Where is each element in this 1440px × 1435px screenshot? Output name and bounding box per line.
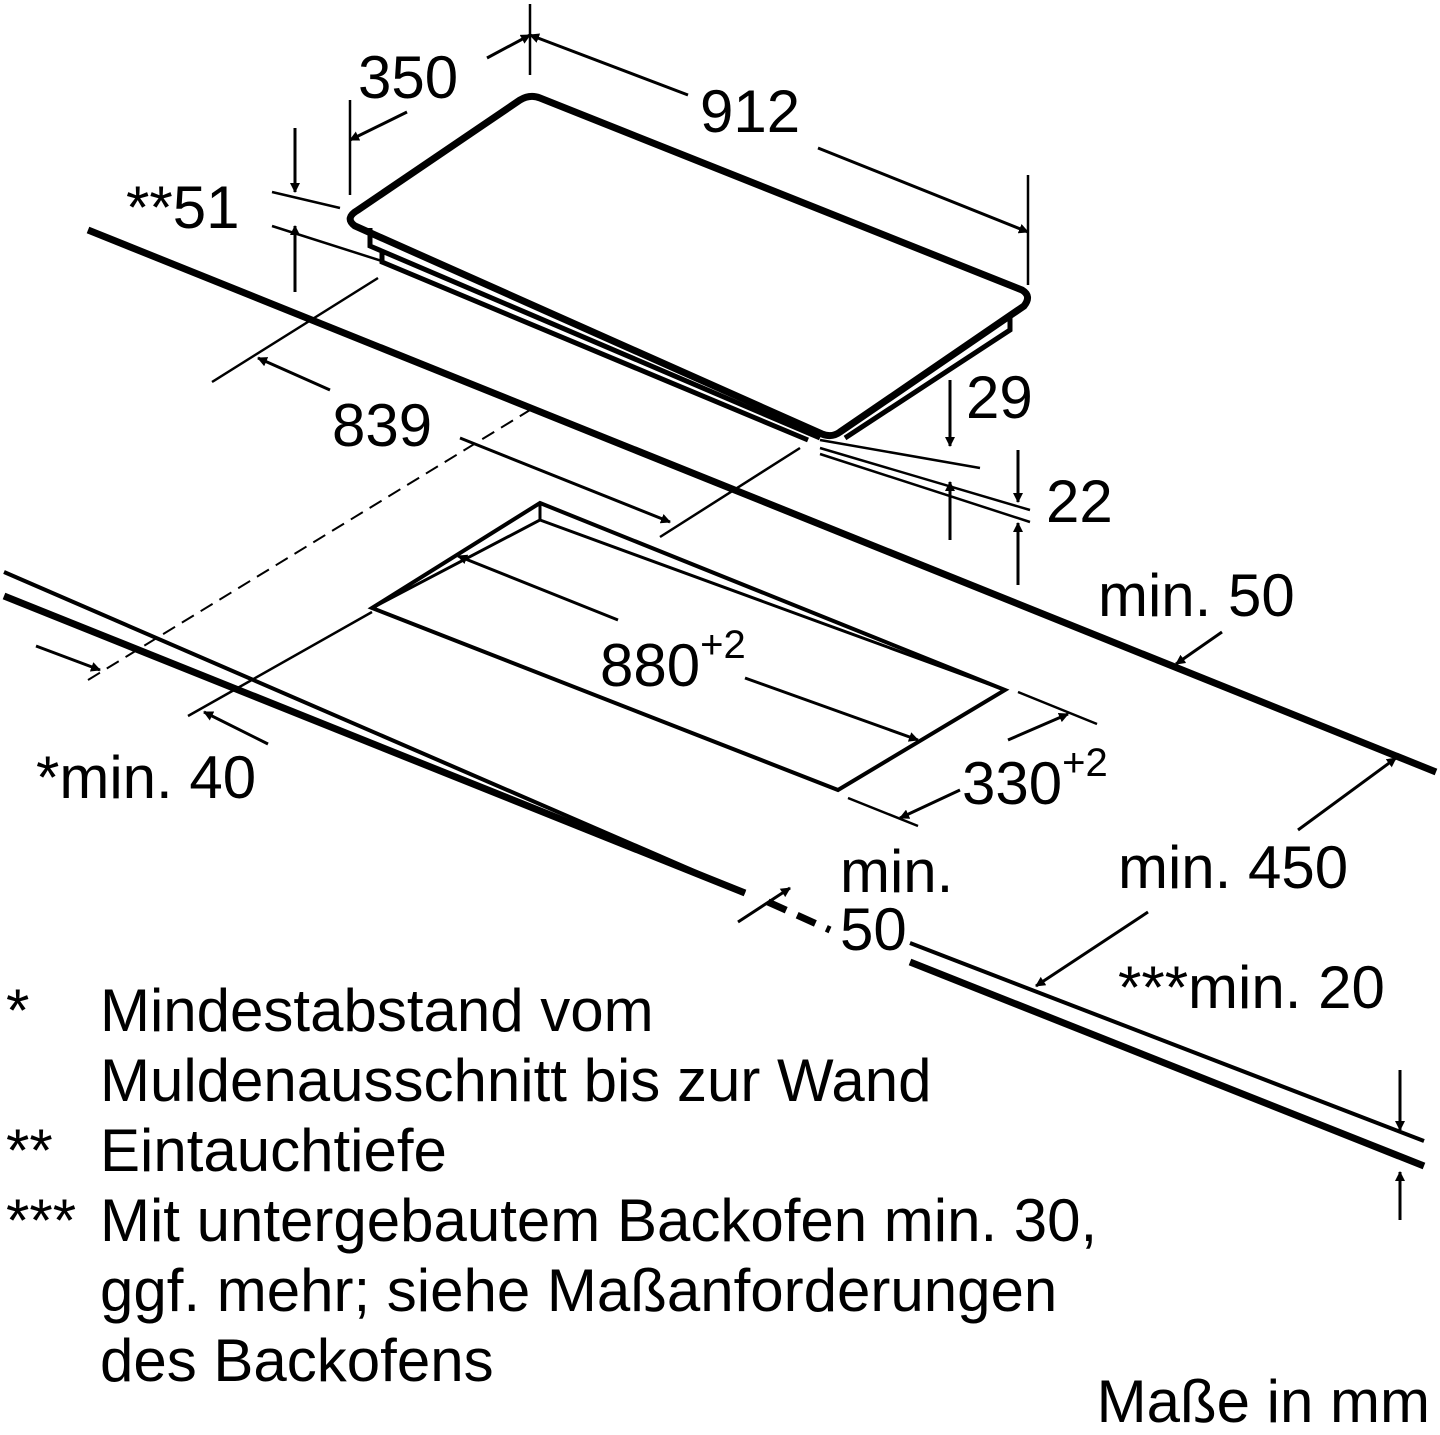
countertop-back-edge: [86, 226, 1438, 776]
dim-350-line-right: [486, 33, 531, 60]
dim-880-value: 880: [600, 632, 700, 699]
dim-min50-bottom-line: [737, 886, 791, 924]
dim-880-line-right: [744, 676, 919, 742]
dim-330-label: 330+2: [962, 741, 1108, 817]
dim-839-line-right: [459, 436, 671, 524]
units-label: Maße in mm: [1096, 1368, 1430, 1435]
dim-330-value: 330: [962, 750, 1062, 817]
hob-top-plate: [346, 92, 1031, 440]
dim-min50-top-line: [1175, 630, 1223, 666]
dim-330-tolerance: +2: [1062, 741, 1108, 785]
dim-880-line-left: [457, 554, 619, 622]
countertop-front-edge-right-lower: [908, 958, 1426, 1170]
dim-912-label: 912: [700, 78, 800, 145]
footnote-3-line-3: des Backofens: [100, 1327, 494, 1394]
footnote-1-line-1: Mindestabstand vom: [100, 977, 654, 1044]
dim-880-label: 880+2: [600, 623, 746, 699]
dim-min40-label: *min. 40: [36, 744, 256, 811]
footnote-2-mark: **: [6, 1117, 53, 1184]
extension-lines: [187, 4, 1098, 828]
footnote-1-mark: *: [6, 977, 30, 1044]
footnote-2-line-1: Eintauchtiefe: [100, 1117, 447, 1184]
dim-min-label: min.: [840, 838, 953, 905]
dim-29-label: 29: [966, 364, 1033, 431]
footnote-3-line-1: Mit untergebautem Backofen min. 30,: [100, 1187, 1098, 1254]
dim-912-line-left: [529, 33, 689, 97]
dim-350-label: 350: [358, 44, 458, 111]
dim-912-line-right: [817, 146, 1029, 234]
dim-min40-line-left: [35, 644, 101, 672]
dim-839-line-left: [257, 356, 331, 392]
dim-min-value: 50: [840, 896, 907, 963]
dim-min20-label: ***min. 20: [1118, 954, 1385, 1021]
front-edge-break: [766, 898, 832, 934]
cutout-inner-edge: [371, 503, 1006, 692]
footnote-3-mark: ***: [6, 1187, 77, 1254]
dim-839-label: 839: [332, 392, 432, 459]
dim-330-line-top: [1007, 712, 1069, 742]
countertop-front-edge-upper: [3, 570, 746, 895]
dim-350-line-left: [349, 110, 408, 142]
footnote-1-line-2: Muldenausschnitt bis zur Wand: [100, 1047, 932, 1114]
dim-880-tolerance: +2: [700, 623, 746, 667]
dim-51-label: **51: [126, 174, 239, 241]
countertop-front-edge-lower: [2, 592, 747, 897]
dim-22-label: 22: [1046, 468, 1113, 535]
dim-min40-line-right: [203, 710, 269, 746]
dim-min20-line-rear: [1035, 910, 1149, 988]
dim-min50-top-label: min. 50: [1098, 562, 1295, 629]
hob-body: [367, 228, 1013, 443]
dim-min450-label: min. 450: [1118, 834, 1348, 901]
footnote-3-line-2: ggf. mehr; siehe Maßanforderungen: [100, 1257, 1058, 1324]
dim-330-line-bottom: [899, 788, 961, 820]
dim-min450-line: [1297, 756, 1397, 832]
countertop-front-edge-right-upper: [909, 941, 1425, 1143]
helper-dashed-line: [87, 409, 531, 681]
